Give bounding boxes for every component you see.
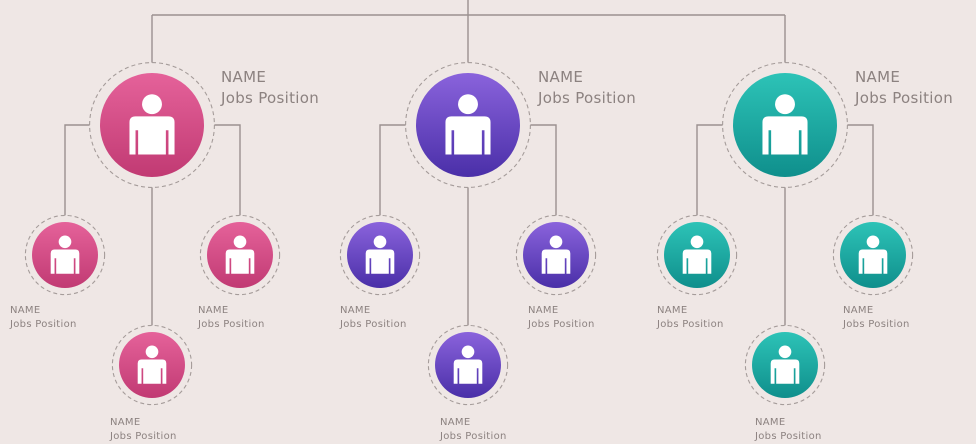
person-icon [770, 345, 800, 384]
node-dashed-ring [515, 214, 597, 296]
person-icon [129, 94, 175, 155]
label-name: NAME [340, 305, 371, 316]
connector-left [64, 124, 90, 216]
label-name: NAME [657, 305, 688, 316]
head-node-teal [722, 62, 848, 188]
person-icon [137, 345, 167, 384]
person-icon [682, 235, 712, 274]
member-label: NAME Jobs Position [198, 304, 265, 332]
head-label: NAME Jobs Position [221, 67, 319, 109]
label-name: NAME [843, 305, 874, 316]
head-label: NAME Jobs Position [855, 67, 953, 109]
label-name: NAME [538, 68, 584, 86]
node-dashed-ring [744, 324, 826, 406]
label-position: Jobs Position [657, 319, 724, 330]
node-dashed-ring [199, 214, 281, 296]
label-name: NAME [528, 305, 559, 316]
member-node-teal [744, 324, 826, 406]
member-label: NAME Jobs Position [10, 304, 77, 332]
person-icon [762, 94, 808, 155]
node-dashed-ring [832, 214, 914, 296]
member-label: NAME Jobs Position [843, 304, 910, 332]
node-dashed-ring [656, 214, 738, 296]
member-node-teal [656, 214, 738, 296]
label-name: NAME [440, 417, 471, 428]
connector-right [847, 124, 874, 216]
person-icon [858, 235, 888, 274]
head-node-pink [89, 62, 215, 188]
member-label: NAME Jobs Position [110, 416, 177, 444]
label-position: Jobs Position [538, 89, 637, 107]
label-position: Jobs Position [340, 319, 407, 330]
label-name: NAME [855, 68, 901, 86]
person-icon [225, 235, 255, 274]
connector-right [214, 124, 241, 216]
connector-left [696, 124, 723, 216]
node-dashed-ring [722, 62, 848, 188]
member-label: NAME Jobs Position [755, 416, 822, 444]
node-dashed-ring [24, 214, 106, 296]
node-dashed-ring [339, 214, 421, 296]
person-icon [445, 94, 491, 155]
person-icon [50, 235, 80, 274]
node-dashed-ring [111, 324, 193, 406]
member-node-pink [24, 214, 106, 296]
member-node-purple [515, 214, 597, 296]
node-dashed-ring [427, 324, 509, 406]
member-node-teal [832, 214, 914, 296]
member-label: NAME Jobs Position [440, 416, 507, 444]
person-icon [453, 345, 483, 384]
member-node-purple [339, 214, 421, 296]
label-position: Jobs Position [440, 431, 507, 442]
label-position: Jobs Position [855, 89, 954, 107]
label-position: Jobs Position [110, 431, 177, 442]
label-position: Jobs Position [198, 319, 265, 330]
head-node-purple [405, 62, 531, 188]
member-label: NAME Jobs Position [340, 304, 407, 332]
label-name: NAME [198, 305, 229, 316]
label-position: Jobs Position [528, 319, 595, 330]
person-icon [365, 235, 395, 274]
label-name: NAME [110, 417, 141, 428]
person-icon [541, 235, 571, 274]
node-dashed-ring [405, 62, 531, 188]
label-name: NAME [755, 417, 786, 428]
member-label: NAME Jobs Position [657, 304, 724, 332]
label-name: NAME [10, 305, 41, 316]
label-name: NAME [221, 68, 267, 86]
label-position: Jobs Position [10, 319, 77, 330]
member-node-pink [111, 324, 193, 406]
label-position: Jobs Position [221, 89, 320, 107]
head-label: NAME Jobs Position [538, 67, 636, 109]
member-node-purple [427, 324, 509, 406]
node-dashed-ring [89, 62, 215, 188]
member-label: NAME Jobs Position [528, 304, 595, 332]
member-node-pink [199, 214, 281, 296]
connector-left [379, 124, 406, 216]
label-position: Jobs Position [755, 431, 822, 442]
connector-right [530, 124, 557, 216]
label-position: Jobs Position [843, 319, 910, 330]
